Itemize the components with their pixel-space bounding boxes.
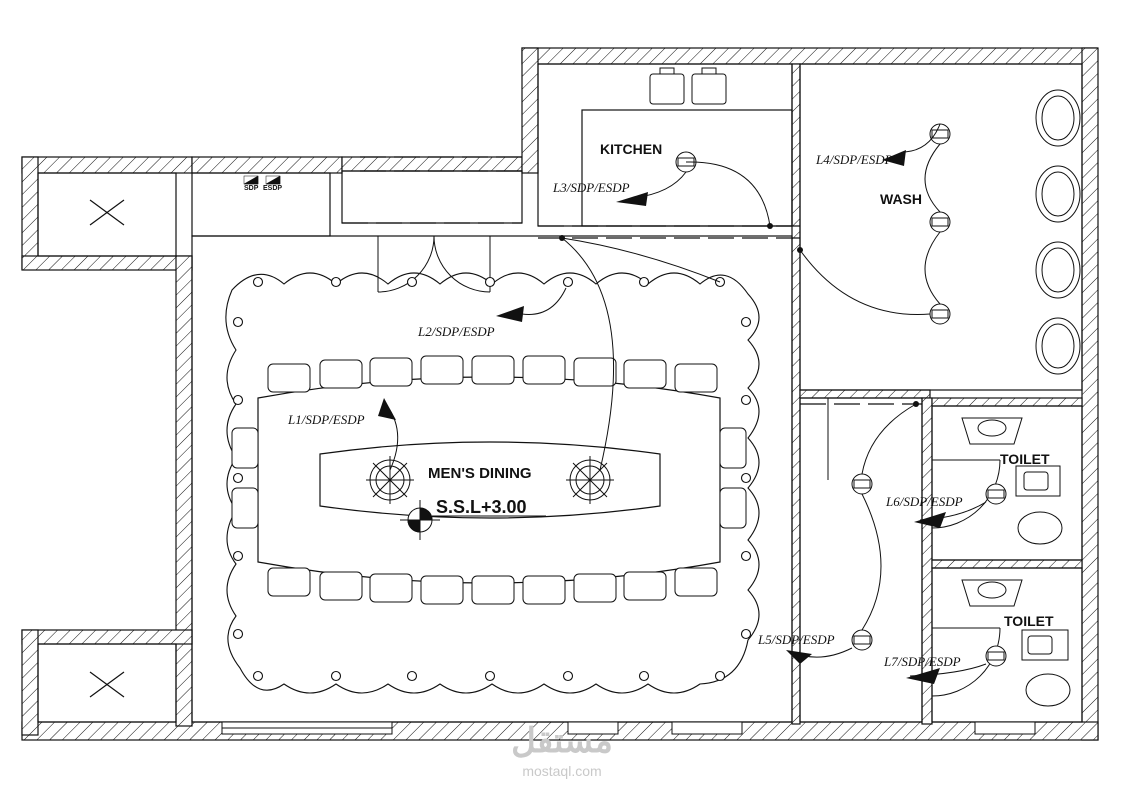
- circuit-label-l4: L4/SDP/ESDP: [815, 152, 893, 167]
- wash-label: WASH: [880, 191, 922, 207]
- circuit-label-l3: L3/SDP/ESDP: [552, 180, 630, 195]
- toilet-fixtures: [961, 417, 1071, 707]
- arrow-icon: [378, 150, 946, 684]
- circuit-label-l1: L1/SDP/ESDP: [287, 412, 365, 427]
- circuit-label-l5: L5/SDP/ESDP: [757, 632, 835, 647]
- circuit-label-l7: L7/SDP/ESDP: [883, 654, 961, 669]
- toilet-label-1: TOILET: [1000, 451, 1050, 467]
- ceiling-cove: [225, 272, 760, 694]
- level-marker-icon: [400, 500, 546, 540]
- fixture-icon: [675, 123, 1007, 667]
- walls: [21, 47, 1099, 741]
- sdp-label: SDP: [244, 185, 259, 192]
- circuit-wires: [383, 123, 987, 677]
- level-mark: S.S.L+3.00: [436, 497, 527, 517]
- downlights: [232, 276, 752, 682]
- esdp-label: ESDP: [263, 185, 282, 192]
- doors: [377, 235, 1001, 697]
- watermark-latin: mostaql.com: [522, 763, 601, 779]
- dashed-lines: [342, 156, 922, 405]
- dining-table: [257, 376, 721, 584]
- chairs: [231, 355, 747, 605]
- kitchen-label: KITCHEN: [600, 141, 662, 157]
- toilet-label-2: TOILET: [1004, 613, 1054, 629]
- circuit-label-l6: L6/SDP/ESDP: [885, 494, 963, 509]
- chandelier-icon: [366, 456, 614, 504]
- windows: [221, 721, 1036, 735]
- circuit-label-l2: L2/SDP/ESDP: [417, 324, 495, 339]
- watermark-arabic: مستقل: [511, 722, 613, 760]
- panel-icon: [243, 175, 281, 185]
- kitchen-sinks: [649, 67, 727, 105]
- dining-label: MEN'S DINING: [428, 465, 532, 482]
- wash-basins: [1035, 89, 1081, 375]
